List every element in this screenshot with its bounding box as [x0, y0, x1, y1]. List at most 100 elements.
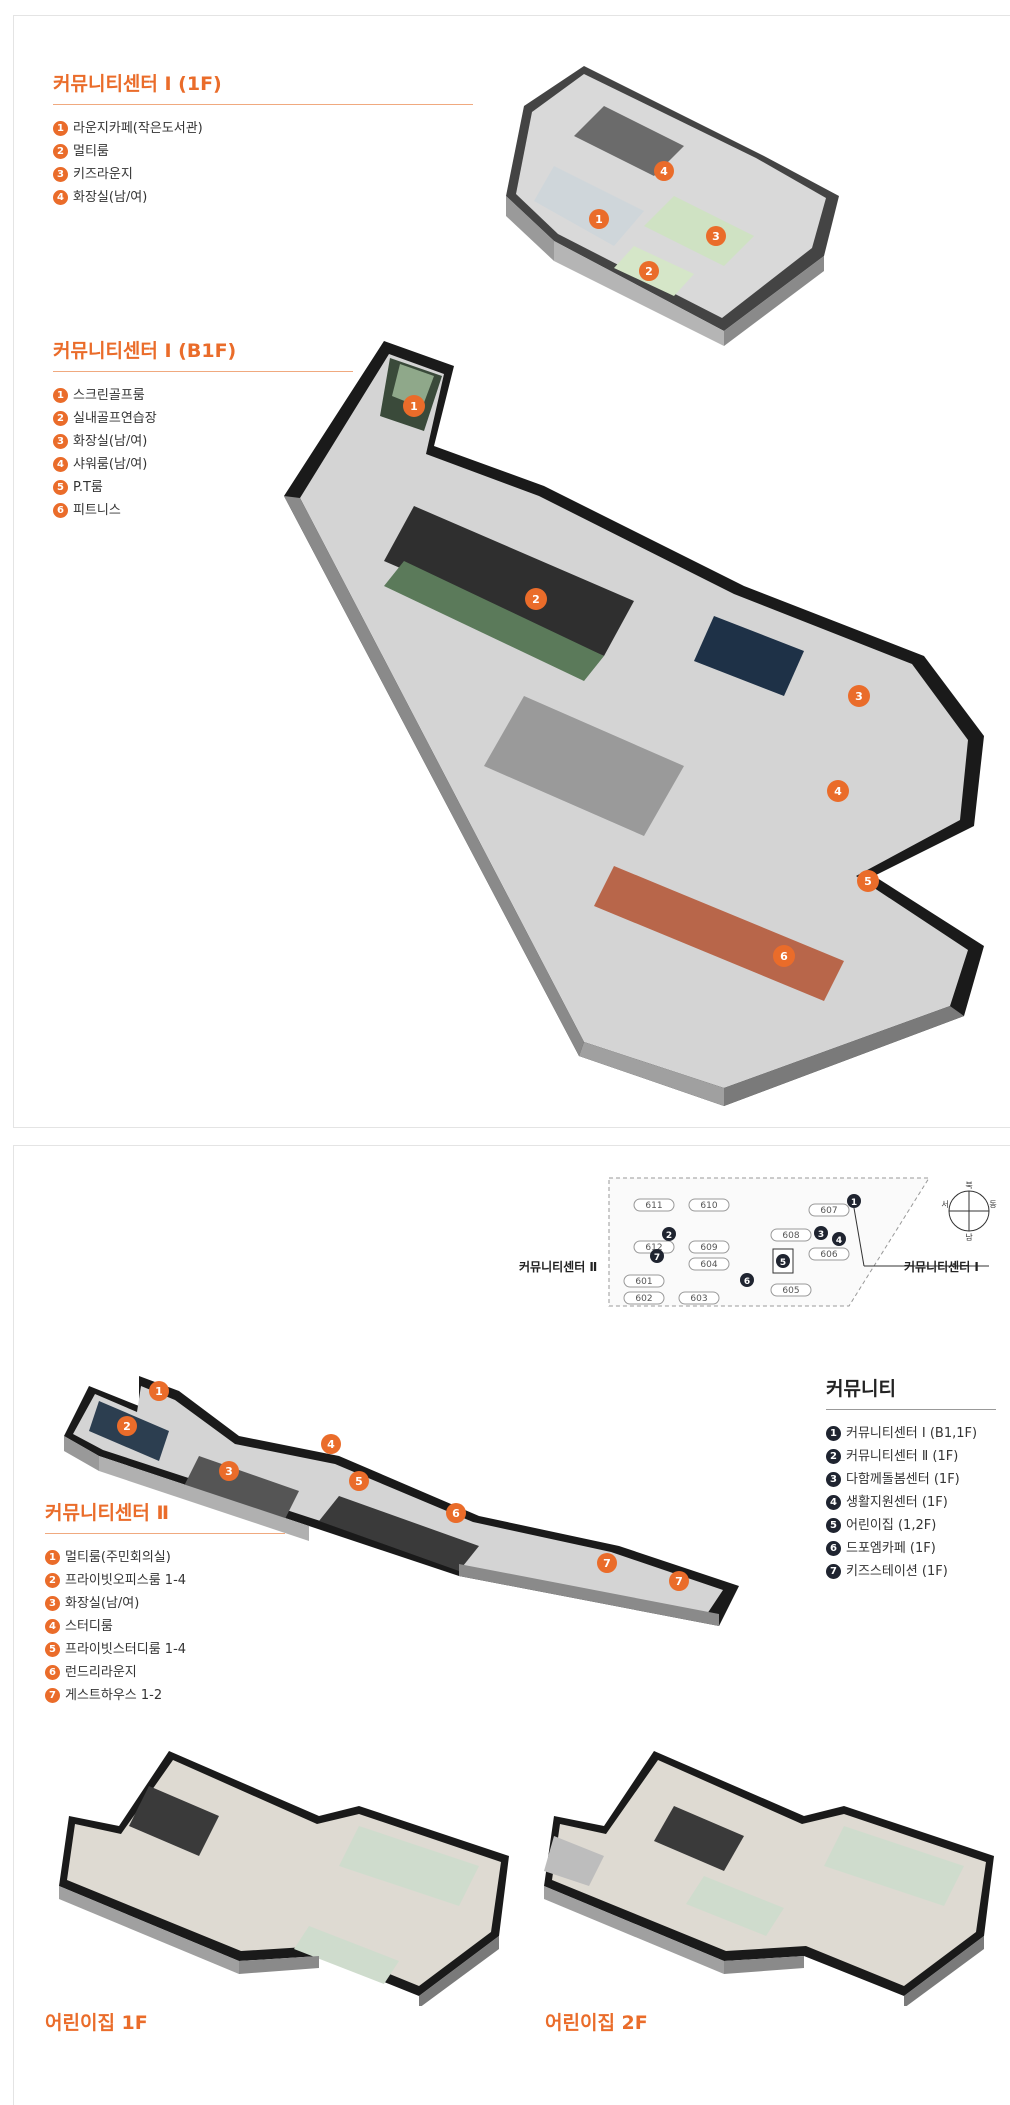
number-badge: 5 [53, 480, 68, 495]
section-title: 커뮤니티센터 Ⅱ [45, 1498, 285, 1534]
number-badge: 5 [45, 1642, 60, 1657]
svg-text:2: 2 [123, 1420, 131, 1433]
building-606: 606 [820, 1250, 837, 1260]
svg-text:5: 5 [355, 1475, 363, 1488]
floorplan-daycare-1f [59, 1751, 509, 2006]
legend-item: 4 스터디룸 [45, 1615, 285, 1638]
legend-label: 키즈스테이션 (1F) [846, 1564, 948, 1579]
legend-item: 3 다함께돌봄센터 (1F) [826, 1468, 996, 1491]
compass-west: 서 [941, 1200, 948, 1209]
daycare-1f-title: 어린이집 1F [45, 2012, 148, 2034]
legend-item: 3 화장실(남/여) [45, 1592, 285, 1615]
section-title: 커뮤니티 [826, 1374, 996, 1410]
site-markers: 1 2 3 4 5 6 7 [650, 1194, 861, 1287]
building-607: 607 [820, 1206, 837, 1216]
floorplan-center2: 1 2 3 4 5 6 7 7 [64, 1376, 739, 1626]
legend-label: 어린이집 (1,2F) [846, 1518, 937, 1533]
legend-label: 스터디룸 [65, 1619, 113, 1634]
svg-text:4: 4 [836, 1236, 842, 1246]
number-badge: 4 [53, 190, 68, 205]
number-badge: 7 [826, 1564, 841, 1579]
legend-label: 커뮤니티센터 Ⅱ (1F) [846, 1449, 959, 1464]
plan-badges: 1 2 3 4 5 6 7 7 [117, 1381, 689, 1591]
legend-label: 다함께돌봄센터 (1F) [846, 1472, 960, 1487]
svg-text:2: 2 [532, 593, 540, 606]
compass-icon: 북 동 남 서 [941, 1181, 996, 1242]
legend-item: 6 드포엠카페 (1F) [826, 1537, 996, 1560]
legend-label: 샤워룸(남/여) [73, 457, 148, 472]
number-badge: 2 [53, 144, 68, 159]
number-badge: 6 [826, 1541, 841, 1556]
svg-text:3: 3 [818, 1230, 824, 1240]
legend-label: 생활지원센터 (1F) [846, 1495, 948, 1510]
number-badge: 1 [826, 1426, 841, 1441]
building-605: 605 [782, 1286, 799, 1296]
daycare-2f-title: 어린이집 2F [545, 2012, 648, 2034]
legend-item: 6 피트니스 [53, 499, 353, 522]
number-badge: 4 [45, 1619, 60, 1634]
compass-east: 동 [989, 1200, 996, 1209]
number-badge: 1 [45, 1550, 60, 1565]
number-badge: 2 [45, 1573, 60, 1588]
svg-text:4: 4 [834, 785, 842, 798]
building-611: 611 [645, 1201, 662, 1211]
legend-label: 피트니스 [73, 503, 121, 518]
legend-label: 화장실(남/여) [65, 1596, 140, 1611]
svg-text:2: 2 [666, 1231, 672, 1241]
legend-label: 키즈라운지 [73, 167, 133, 182]
legend-label: 화장실(남/여) [73, 190, 148, 205]
number-badge: 1 [53, 121, 68, 136]
site-label-center1: 커뮤니티센터 Ⅰ [904, 1260, 979, 1274]
number-badge: 5 [826, 1518, 841, 1533]
compass-south: 남 [965, 1233, 973, 1242]
legend-label: P.T룸 [73, 480, 103, 495]
legend-label: 게스트하우스 1-2 [65, 1688, 163, 1703]
svg-text:1: 1 [851, 1198, 857, 1208]
legend-label: 드포엠카페 (1F) [846, 1541, 936, 1556]
legend-item: 1 멀티룸(주민회의실) [45, 1546, 285, 1569]
legend-item: 7 게스트하우스 1-2 [45, 1684, 285, 1707]
legend-item: 4 화장실(남/여) [53, 186, 473, 209]
svg-text:1: 1 [410, 400, 418, 413]
svg-text:1: 1 [595, 213, 603, 226]
building-609: 609 [700, 1243, 717, 1253]
section-title: 커뮤니티센터 Ⅰ (1F) [53, 69, 473, 105]
legend-label: 커뮤니티센터 Ⅰ (B1,1F) [846, 1426, 978, 1441]
building-610: 610 [700, 1201, 717, 1211]
plan-badges: 1 2 3 4 [589, 161, 726, 281]
svg-text:6: 6 [744, 1277, 750, 1287]
legend-list: 1 멀티룸(주민회의실) 2 프라이빗오피스룸 1-4 3 화장실(남/여) 4 스터디… [45, 1546, 285, 1707]
floorplan-daycare-2f [544, 1751, 994, 2006]
number-badge: 6 [53, 503, 68, 518]
number-badge: 3 [826, 1472, 841, 1487]
building-604: 604 [700, 1260, 717, 1270]
compass-north: 북 [965, 1181, 972, 1190]
legend-label: 멀티룸(주민회의실) [65, 1550, 171, 1565]
building-602: 602 [635, 1294, 652, 1304]
plan-badges: 1 2 3 4 5 6 [403, 395, 879, 967]
number-badge: 6 [45, 1665, 60, 1680]
legend-item: 5 P.T룸 [53, 476, 353, 499]
svg-text:4: 4 [327, 1438, 335, 1451]
legend-label: 프라이빗오피스룸 1-4 [65, 1573, 187, 1588]
number-badge: 3 [45, 1596, 60, 1611]
number-badge: 2 [53, 411, 68, 426]
svg-text:6: 6 [780, 950, 788, 963]
number-badge: 7 [45, 1688, 60, 1703]
panel-community-center-2: 611 610 607 608 606 612 609 604 601 602 … [13, 1145, 1010, 2105]
building-612: 612 [645, 1243, 662, 1253]
